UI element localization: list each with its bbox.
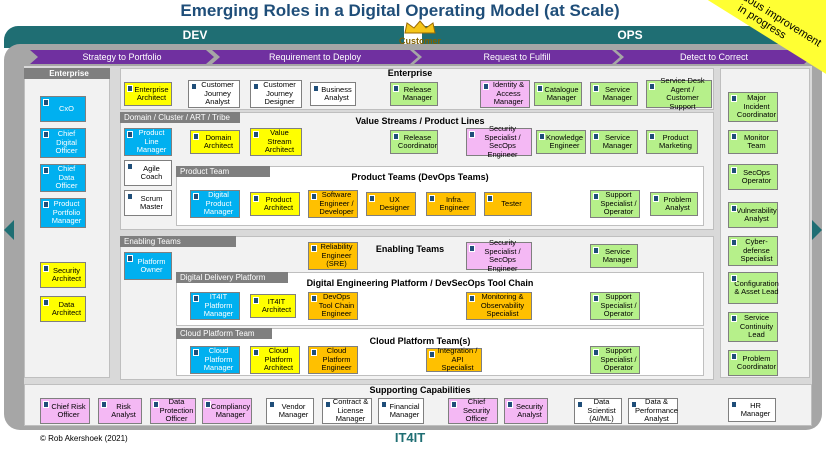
- role-financial-manager: Financial Manager: [378, 398, 424, 424]
- role-vulnerability-analyst: Vulnerability Analyst: [728, 202, 778, 228]
- role-service-manager-domain: Service Manager: [590, 130, 638, 154]
- role-value-stream-architect: Value Stream Architect: [250, 128, 302, 156]
- role-chief-security-officer: Chief Security Officer: [448, 398, 498, 424]
- role-major-incident-coordinator: Major Incident Coordinator: [728, 92, 778, 122]
- value-stream-requirement-to-deploy: Requirement to Deploy: [212, 50, 418, 64]
- ddp-heading: Digital Engineering Platform / DevSecOps…: [306, 278, 534, 288]
- role-it4it-architect: IT4IT Architect: [250, 294, 296, 318]
- role-identity-access-manager: Identity & Access Manager: [480, 80, 530, 108]
- role-tester: Tester: [484, 192, 532, 216]
- it4it-logo: IT4IT: [394, 430, 426, 445]
- cloud-heading: Cloud Platform Team(s): [369, 336, 471, 346]
- domain-tab: Domain / Cluster / ART / Tribe: [120, 112, 240, 123]
- role-business-analyst: Business Analyst: [310, 82, 356, 106]
- role-contract-license-manager: Contract & License Manager: [322, 398, 372, 424]
- role-problem-coordinator: Problem Coordinator: [728, 350, 778, 376]
- role-cloud-platform-engineer: Cloud Platform Engineer: [308, 346, 358, 374]
- role-ux-designer: UX Designer: [366, 192, 416, 216]
- role-cloud-platform-architect: Cloud Platform Architect: [250, 346, 300, 374]
- role-chief-digital-officer: Chief Digital Officer: [40, 128, 86, 158]
- role-platform-owner: Platform Owner: [124, 252, 172, 280]
- role-support-specialist-cloud: Support Specialist / Operator: [590, 346, 640, 374]
- product-team-tab: Product Team: [176, 166, 270, 177]
- product-teams-heading: Product Teams (DevOps Teams): [351, 172, 489, 182]
- role-domain-architect: Domain Architect: [190, 130, 240, 154]
- supporting-heading: Supporting Capabilities: [369, 385, 471, 395]
- role-release-coordinator: Release Coordinator: [390, 130, 438, 154]
- role-security-analyst: Security Analyst: [504, 398, 548, 424]
- value-streams-heading: Value Streams / Product Lines: [355, 116, 485, 126]
- role-security-architect: Security Architect: [40, 262, 86, 288]
- role-product-portfolio-manager: Product Portfolio Manager: [40, 198, 86, 228]
- role-chief-risk-officer: Chief Risk Officer: [40, 398, 90, 424]
- enabling-heading: Enabling Teams: [375, 244, 445, 254]
- role-security-specialist-domain: Security Specialist / SecOps Engineer: [466, 124, 532, 158]
- role-customer-journey-analyst: Customer Journey Analyst: [188, 80, 240, 108]
- role-vendor-manager: Vendor Manager: [266, 398, 314, 424]
- customer-label: Customer: [398, 36, 441, 46]
- role-devops-tool-chain-engineer: DevOps Tool Chain Engineer: [308, 292, 358, 320]
- enterprise-heading: Enterprise: [387, 68, 433, 78]
- role-compliancy-manager: Compliancy Manager: [202, 398, 252, 424]
- role-data-protection-officer: Data Protection Officer: [150, 398, 196, 424]
- role-integration-api-specialist: Integration / API Specialist: [426, 347, 482, 372]
- enterprise-left-tab: Enterprise: [24, 68, 110, 79]
- value-stream-detect-to-correct: Detect to Correct: [616, 50, 812, 64]
- cloud-tab: Cloud Platform Team: [176, 328, 272, 339]
- role-data-performance-analyst: Data & Performance Analyst: [628, 398, 678, 424]
- role-product-marketing: Product Marketing: [646, 130, 698, 154]
- role-security-specialist-enabling: Security Specialist / SecOps Engineer: [466, 238, 532, 272]
- dev-bar: [4, 26, 404, 48]
- value-stream-request-to-fulfill: Request to Fulfill: [414, 50, 620, 64]
- role-risk-analyst: Risk Analyst: [98, 398, 142, 424]
- role-service-desk-agent: Service Desk Agent / Customer Support: [646, 76, 712, 110]
- role-enterprise-architect: Enterprise Architect: [124, 82, 172, 106]
- value-stream-strategy-to-portfolio: Strategy to Portfolio: [30, 50, 214, 64]
- role-service-manager-enterprise: Service Manager: [590, 82, 638, 106]
- role-secops-operator: SecOps Operator: [728, 164, 778, 190]
- role-service-manager-enabling: Service Manager: [590, 244, 638, 268]
- role-reliability-engineer: Reliability Engineer (SRE): [308, 242, 358, 270]
- role-product-architect: Product Architect: [250, 192, 300, 216]
- role-software-engineer: Software Engineer / Developer: [308, 190, 358, 218]
- copyright-footer: © Rob Akershoek (2021): [40, 434, 128, 443]
- role-product-line-manager: Product Line Manager: [124, 128, 172, 156]
- ddp-tab: Digital Delivery Platform: [176, 272, 288, 283]
- role-cyber-defense-specialist: Cyber-defense Specialist: [728, 236, 778, 266]
- role-support-specialist-ddp: Support Specialist / Operator: [590, 292, 640, 320]
- role-cxo: CxO: [40, 96, 86, 122]
- role-monitoring-observability-specialist: Monitoring & Observability Specialist: [466, 292, 532, 320]
- role-monitor-team: Monitor Team: [728, 130, 778, 154]
- role-problem-analyst: Problem Analyst: [650, 192, 698, 216]
- page-title: Emerging Roles in a Digital Operating Mo…: [180, 1, 620, 20]
- role-knowledge-engineer: Knowledge Engineer: [536, 130, 586, 154]
- role-data-architect: Data Architect: [40, 296, 86, 322]
- role-cloud-platform-manager: Cloud Platform Manager: [190, 346, 240, 374]
- dev-label: DEV: [182, 28, 208, 42]
- enabling-tab: Enabling Teams: [120, 236, 236, 247]
- role-customer-journey-designer: Customer Journey Designer: [250, 80, 302, 108]
- role-support-specialist-product: Support Specialist / Operator: [590, 190, 640, 218]
- role-release-manager: Release Manager: [390, 82, 438, 106]
- role-agile-coach: Agile Coach: [124, 160, 172, 186]
- right-loop-arrow-icon: [812, 220, 822, 240]
- role-digital-product-manager: Digital Product Manager: [190, 190, 240, 218]
- role-data-scientist: Data Scientist (AI/ML): [574, 398, 622, 424]
- ops-label: OPS: [617, 28, 643, 42]
- role-hr-manager: HR Manager: [728, 398, 776, 422]
- role-it4it-platform-manager: IT4IT Platform Manager: [190, 292, 240, 320]
- role-service-continuity-lead: Service Continuity Lead: [728, 312, 778, 342]
- left-loop-arrow-icon: [4, 220, 14, 240]
- role-configuration-asset-lead: Configuration & Asset Lead: [728, 272, 779, 304]
- role-scrum-master: Scrum Master: [124, 190, 172, 216]
- role-infra-engineer: Infra. Engineer: [426, 192, 476, 216]
- role-chief-data-officer: Chief Data Officer: [40, 164, 86, 192]
- crown-icon: [404, 20, 436, 34]
- role-catalogue-manager: Catalogue Manager: [534, 82, 582, 106]
